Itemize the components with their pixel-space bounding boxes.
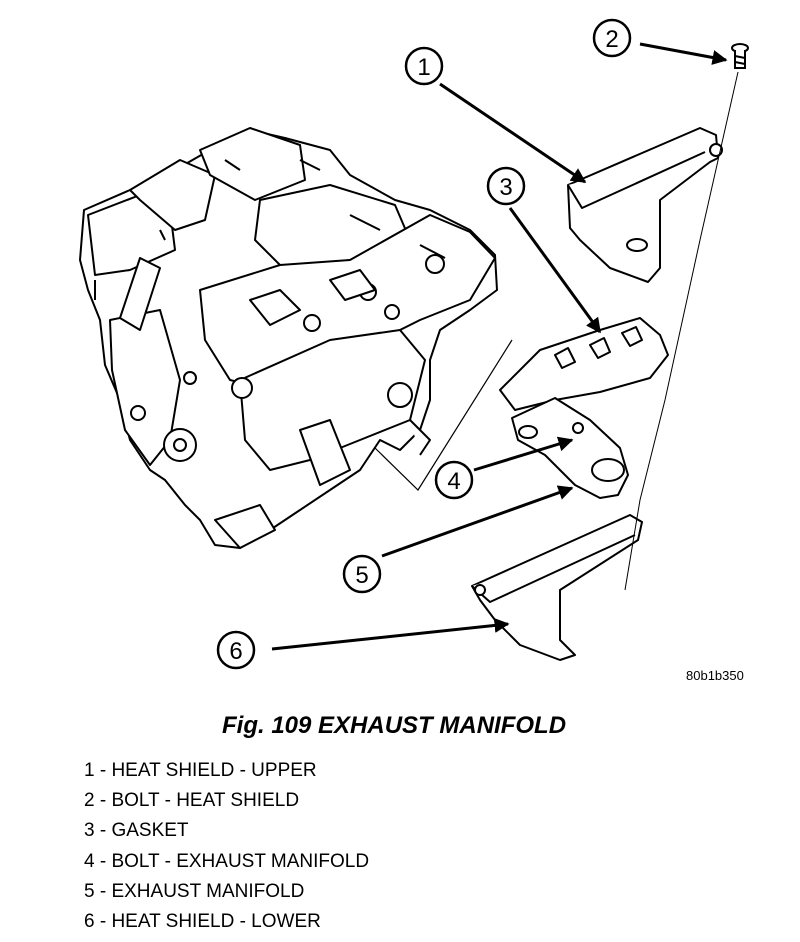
legend-item: 4 - BOLT - EXHAUST MANIFOLD — [84, 850, 370, 872]
svg-text:5: 5 — [355, 562, 368, 589]
svg-text:4: 4 — [447, 468, 460, 495]
svg-text:1: 1 — [417, 54, 430, 81]
assembly-axis-line — [624, 71, 739, 591]
callout-6: 6 — [216, 630, 256, 670]
callout-4: 4 — [434, 460, 474, 500]
heat-shield-bolt-illustration — [731, 43, 749, 69]
engine-block-illustration — [79, 127, 498, 549]
gasket-illustration — [499, 317, 669, 411]
leader-arrows — [271, 42, 728, 651]
upper-heat-shield-illustration — [567, 127, 723, 283]
exploded-view-diagram: 1 2 3 4 5 6 — [79, 18, 749, 670]
svg-text:3: 3 — [499, 174, 512, 201]
callout-2: 2 — [592, 18, 632, 58]
legend-item: 6 - HEAT SHIELD - LOWER — [84, 911, 321, 933]
lower-heat-shield-illustration — [471, 514, 643, 661]
callout-3: 3 — [486, 166, 526, 206]
figure-code: 80b1b350 — [686, 668, 744, 683]
port-alignment-lines — [374, 339, 513, 491]
svg-text:2: 2 — [605, 26, 618, 53]
parts-legend: 1 - HEAT SHIELD - UPPER 2 - BOLT - HEAT … — [84, 756, 369, 937]
svg-text:6: 6 — [229, 638, 242, 665]
legend-item: 1 - HEAT SHIELD - UPPER — [84, 760, 317, 781]
callout-1: 1 — [404, 46, 444, 86]
legend-item: 5 - EXHAUST MANIFOLD — [84, 880, 305, 902]
legend-item: 3 - GASKET — [84, 820, 189, 842]
callout-5: 5 — [342, 554, 382, 594]
exhaust-manifold-illustration — [511, 397, 629, 499]
legend-item: 2 - BOLT - HEAT SHIELD — [84, 790, 300, 812]
figure-caption: Fig. 109 EXHAUST MANIFOLD — [222, 712, 567, 739]
